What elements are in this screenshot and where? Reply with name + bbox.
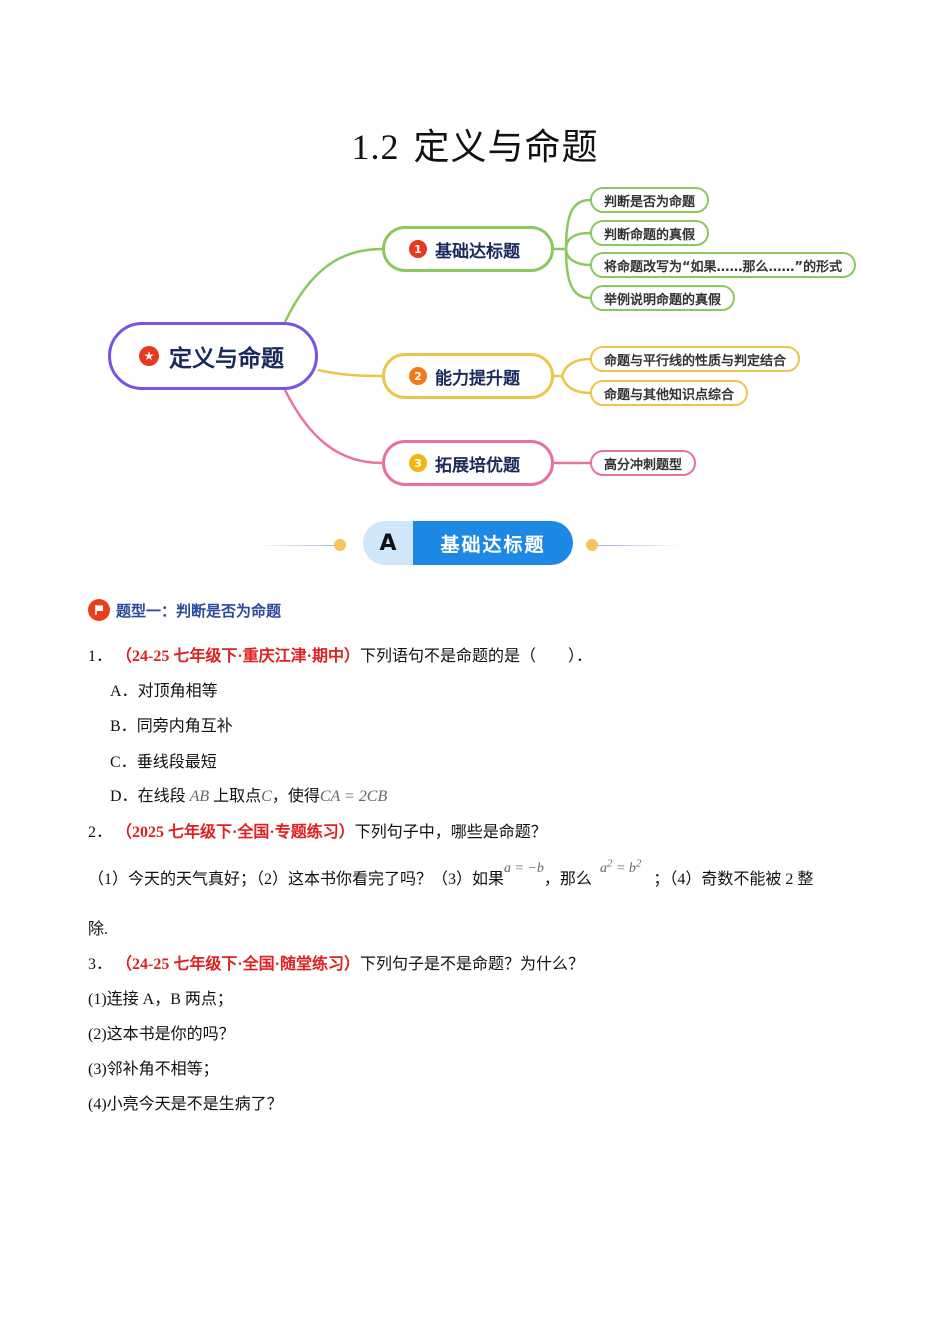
option-key: A．: [110, 683, 138, 700]
number-3-icon: 3: [409, 454, 427, 472]
question-3: 3． （24-25 七年级下·全国·随堂练习）下列句子是不是命题？为什么？: [88, 950, 584, 974]
question-stem: 下列句子中，哪些是命题？: [354, 824, 547, 841]
branch-label: 基础达标题: [435, 241, 520, 262]
math-expression: CA = 2CB: [319, 788, 388, 805]
title-text: 定义与命题: [413, 127, 599, 168]
mindmap-connectors: [283, 198, 591, 465]
branch-extension: 3 拓展培优题: [382, 440, 554, 486]
question-type-label: 题型一：判断是否为命题: [116, 602, 282, 620]
option-b: B．同旁内角互补: [110, 712, 233, 736]
leaf-node: 判断命题的真假: [590, 220, 710, 246]
option-text: 上取点: [213, 788, 262, 805]
question-source: （24-25 七年级下·全国·随堂练习）: [116, 956, 361, 973]
option-text: 同旁内角互补: [136, 718, 233, 735]
option-a: A．对顶角相等: [110, 677, 218, 701]
decorative-dot-right: [586, 539, 598, 551]
number-2-icon: 2: [409, 367, 427, 385]
leaf-node: 判断是否为命题: [590, 187, 710, 213]
question-2: 2． （2025 七年级下·全国·专题练习）下列句子中，哪些是命题？: [88, 818, 547, 842]
decorative-line-right: [598, 545, 683, 546]
math-expression: a2 = b2: [599, 857, 642, 876]
option-text: ，使得: [271, 788, 320, 805]
question-number: 2．: [88, 824, 113, 841]
mindmap-root: ★ 定义与命题: [108, 322, 318, 390]
question-text: ，那么: [543, 871, 592, 888]
option-text: 在线段: [137, 788, 186, 805]
decorative-dot-left: [334, 539, 346, 551]
question-number: 1．: [88, 648, 113, 665]
section-banner: A 基础达标题: [363, 521, 573, 565]
question-2-continuation: 除.: [88, 921, 109, 938]
question-3-item: (1)连接 A，B 两点；: [88, 991, 233, 1008]
question-number: 3．: [88, 956, 113, 973]
option-key: B．: [110, 718, 137, 735]
question-3-item: (2)这本书是你的吗？: [88, 1026, 235, 1043]
question-type-heading: 题型一：判断是否为命题: [88, 588, 281, 621]
option-text: 对顶角相等: [137, 683, 218, 700]
question-text: （1）今天的天气真好；（2）这本书你看完了吗？（3）如果: [88, 871, 505, 888]
question-3-item: (4)小亮今天是不是生病了？: [88, 1096, 283, 1113]
leaf-node: 将命题改写为“如果……那么……”的形式: [590, 252, 857, 278]
question-stem: 下列语句不是命题的是（ ）．: [360, 648, 593, 665]
branch-ability: 2 能力提升题: [382, 353, 554, 399]
leaf-node: 命题与其他知识点综合: [590, 380, 749, 406]
question-1: 1． （24-25 七年级下·重庆江津·期中）下列语句不是命题的是（ ）．: [88, 642, 592, 666]
question-2-body: （1）今天的天气真好；（2）这本书你看完了吗？（3）如果a = −b，那么 a2 …: [88, 857, 814, 889]
option-d: D．在线段 AB 上取点C，使得CA = 2CB: [110, 782, 387, 806]
branch-basic: 1 基础达标题: [382, 226, 554, 272]
section-label: 基础达标题: [413, 521, 573, 565]
option-text: 垂线段最短: [136, 754, 217, 771]
decorative-line-left: [255, 545, 340, 546]
branch-label: 能力提升题: [435, 368, 520, 389]
number-1-icon: 1: [409, 240, 427, 258]
title-number: 1.2: [351, 127, 400, 167]
flag-icon: [88, 599, 110, 621]
option-c: C．垂线段最短: [110, 748, 217, 772]
question-stem: 下列句子是不是命题？为什么？: [360, 956, 585, 973]
leaf-node: 高分冲刺题型: [590, 450, 697, 476]
leaf-node: 举例说明命题的真假: [590, 285, 736, 311]
page-title: 1.2 定义与命题: [0, 118, 950, 170]
question-text: ；（4）奇数不能被 2 整: [653, 871, 814, 888]
option-key: D．: [110, 788, 138, 805]
question-3-item: (3)邻补角不相等；: [88, 1061, 219, 1078]
star-icon: ★: [139, 346, 159, 366]
question-source: （2025 七年级下·全国·专题练习）: [116, 824, 355, 841]
option-key: C．: [110, 754, 137, 771]
branch-label: 拓展培优题: [435, 455, 520, 476]
question-source: （24-25 七年级下·重庆江津·期中）: [116, 648, 361, 665]
math-expression: C: [261, 788, 272, 805]
leaf-node: 命题与平行线的性质与判定结合: [590, 346, 801, 372]
math-expression: AB: [189, 788, 210, 805]
section-letter: A: [363, 521, 413, 565]
root-label: 定义与命题: [169, 346, 284, 372]
math-expression: a = −b: [504, 861, 544, 876]
